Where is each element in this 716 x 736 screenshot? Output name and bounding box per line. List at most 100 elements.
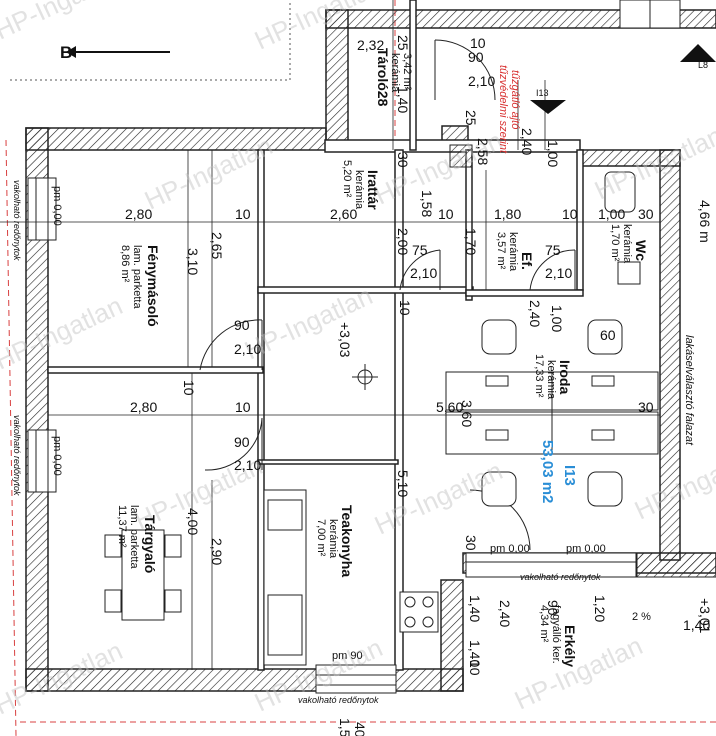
room-wc: Wc kerámia 1,70 m² xyxy=(609,224,649,264)
svg-text:1,40: 1,40 xyxy=(683,617,710,633)
svg-text:10: 10 xyxy=(562,206,578,222)
section-label: B xyxy=(60,43,72,62)
room-targyalo: Tárgyaló lam. parketta 11,37 m² xyxy=(116,505,158,573)
svg-text:75: 75 xyxy=(412,242,428,258)
svg-text:Tároló28: Tároló28 xyxy=(375,48,391,107)
svg-text:2,40: 2,40 xyxy=(497,600,513,627)
svg-text:Tárgyaló: Tárgyaló xyxy=(142,515,158,573)
svg-text:2,58: 2,58 xyxy=(475,138,491,165)
svg-text:2,10: 2,10 xyxy=(234,457,261,473)
svg-text:2,10: 2,10 xyxy=(410,265,437,281)
svg-text:1,40: 1,40 xyxy=(395,86,411,113)
svg-text:25: 25 xyxy=(463,110,479,126)
svg-text:90: 90 xyxy=(234,317,250,333)
svg-text:vakolható redőnytok: vakolható redőnytok xyxy=(520,572,601,582)
svg-text:2,40: 2,40 xyxy=(527,300,543,327)
svg-text:2,40: 2,40 xyxy=(519,128,535,155)
svg-text:+3,01: +3,01 xyxy=(697,598,713,634)
svg-text:2,80: 2,80 xyxy=(125,206,152,222)
unit-label: I13 53,03 m2 xyxy=(539,440,578,503)
svg-text:5,10: 5,10 xyxy=(395,470,411,497)
svg-text:2 %: 2 % xyxy=(632,611,651,623)
svg-text:3,60: 3,60 xyxy=(459,400,475,427)
svg-text:vakolható redőnytok: vakolható redőnytok xyxy=(12,180,22,261)
dimension-texts: 2,32 25 1,40 10 90 2,10 30 25 2,40 1,00 … xyxy=(51,35,713,736)
furniture xyxy=(104,171,659,666)
marker-i13: I13 xyxy=(530,88,566,114)
svg-text:11,37 m²: 11,37 m² xyxy=(116,505,128,548)
svg-text:2,80: 2,80 xyxy=(130,399,157,415)
svg-text:Fénymásoló: Fénymásoló xyxy=(145,245,161,327)
svg-text:75: 75 xyxy=(545,242,561,258)
svg-text:90: 90 xyxy=(234,434,250,450)
svg-text:Ef.: Ef. xyxy=(519,252,535,270)
office-chair xyxy=(481,319,623,507)
svg-text:10: 10 xyxy=(397,300,413,316)
svg-text:2,32: 2,32 xyxy=(357,37,384,53)
svg-text:kerámia: kerámia xyxy=(621,224,633,264)
svg-text:1,58: 1,58 xyxy=(419,190,435,217)
svg-text:3,10: 3,10 xyxy=(185,248,201,275)
svg-text:2,65: 2,65 xyxy=(209,232,225,259)
room-erkely: Erkély fagyálló ker. 4,34 m² xyxy=(538,605,578,667)
dimension-lines xyxy=(0,0,660,670)
svg-text:HP-Ingatlan: HP-Ingatlan xyxy=(0,290,127,375)
svg-text:L8: L8 xyxy=(698,60,708,70)
fire-door-note: tűzgátló ajtó tűzvédelmi szerint xyxy=(497,65,521,154)
svg-text:60: 60 xyxy=(600,327,616,343)
svg-text:Teakonyha: Teakonyha xyxy=(339,505,355,577)
svg-text:10: 10 xyxy=(438,206,454,222)
svg-text:kerámia: kerámia xyxy=(327,519,339,559)
room-elotér: Ef. kerámia 3,57 m² xyxy=(495,232,535,272)
svg-text:4,00: 4,00 xyxy=(185,508,201,535)
svg-text:Iroda: Iroda xyxy=(557,360,573,394)
svg-text:vakolható redőnytok: vakolható redőnytok xyxy=(298,695,379,705)
svg-text:1,80: 1,80 xyxy=(494,206,521,222)
svg-text:fagyálló ker.: fagyálló ker. xyxy=(550,605,562,664)
svg-text:1,00: 1,00 xyxy=(598,206,625,222)
svg-text:Erkély: Erkély xyxy=(562,625,578,667)
svg-text:10: 10 xyxy=(467,660,483,676)
svg-text:1,20: 1,20 xyxy=(592,595,608,622)
svg-text:5,20 m²: 5,20 m² xyxy=(341,160,353,198)
svg-text:2,10: 2,10 xyxy=(468,73,495,89)
svg-text:3,57 m²: 3,57 m² xyxy=(495,232,507,270)
svg-text:30: 30 xyxy=(638,399,654,415)
room-irattar: Irattár kerámia 5,20 m² xyxy=(341,160,381,210)
partition-label: lakáselválasztó falazat xyxy=(683,335,695,446)
svg-text:Irattár: Irattár xyxy=(365,170,381,210)
svg-text:10: 10 xyxy=(235,399,251,415)
svg-text:kerámia: kerámia xyxy=(389,53,401,93)
svg-text:1,00: 1,00 xyxy=(549,305,565,332)
svg-text:3,42 m²: 3,42 m² xyxy=(401,53,413,91)
svg-text:1,70 m²: 1,70 m² xyxy=(609,224,621,262)
shutter-labels: vakolható redőnytok vakolható redőnytok … xyxy=(12,180,601,705)
svg-text:pm 0,00: pm 0,00 xyxy=(490,543,530,555)
room-iroda: Iroda kerámia 17,33 m² xyxy=(533,354,573,400)
svg-text:17,33 m²: 17,33 m² xyxy=(533,354,545,398)
svg-text:1,40: 1,40 xyxy=(467,595,483,622)
room-teakonyha: Teakonyha kerámia 7,00 m² xyxy=(315,505,355,577)
svg-text:7,00 m²: 7,00 m² xyxy=(315,519,327,557)
svg-text:30: 30 xyxy=(638,206,654,222)
section-line-b: B xyxy=(60,43,170,62)
svg-text:10: 10 xyxy=(470,35,486,51)
svg-text:10: 10 xyxy=(235,206,251,222)
svg-text:2,60: 2,60 xyxy=(330,206,357,222)
svg-text:2,00: 2,00 xyxy=(395,228,411,255)
interior-walls xyxy=(47,0,584,671)
svg-text:kerámia: kerámia xyxy=(507,232,519,272)
svg-text:pm 0,00: pm 0,00 xyxy=(51,186,63,226)
svg-text:pm 0,00: pm 0,00 xyxy=(566,543,606,555)
svg-text:4,34 m²: 4,34 m² xyxy=(538,605,550,643)
svg-text:40: 40 xyxy=(352,722,368,736)
svg-text:1,70: 1,70 xyxy=(463,228,479,255)
room-taroló: Tároló28 kerámia 3,42 m² xyxy=(375,48,413,107)
svg-text:kerámia: kerámia xyxy=(545,360,557,400)
svg-text:lam. parketta: lam. parketta xyxy=(131,245,143,309)
svg-text:2,90: 2,90 xyxy=(209,538,225,565)
svg-text:4,66 m: 4,66 m xyxy=(697,200,713,243)
svg-text:tűzgátló ajtó: tűzgátló ajtó xyxy=(509,70,521,129)
svg-text:1,00: 1,00 xyxy=(545,140,561,167)
svg-text:10: 10 xyxy=(181,380,197,396)
